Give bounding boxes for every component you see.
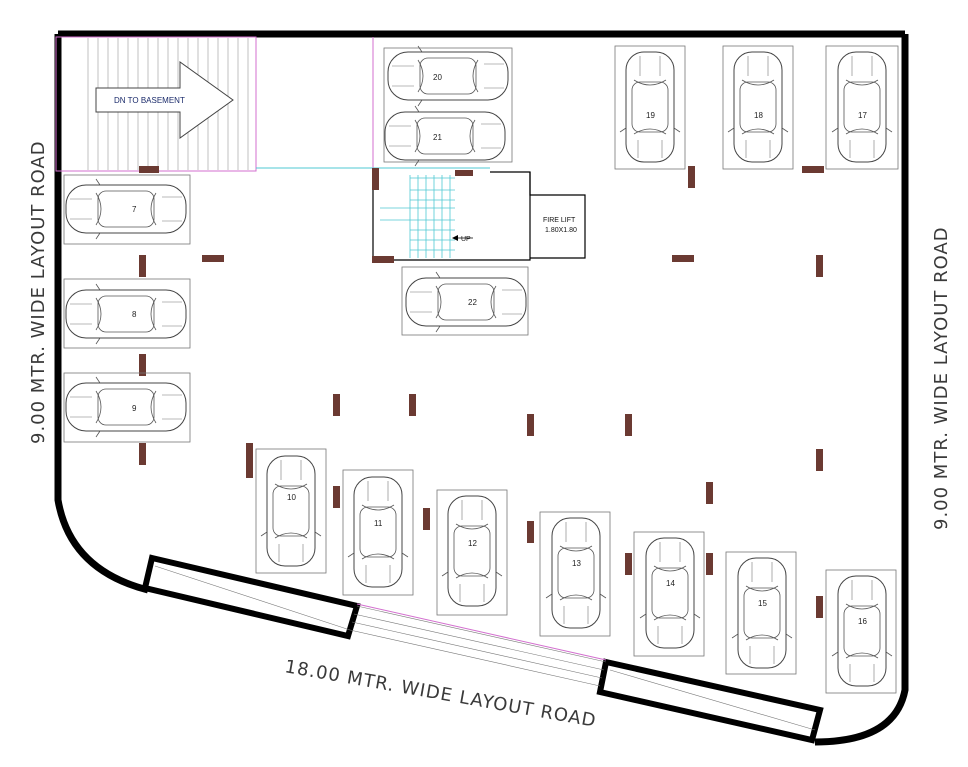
- fire-lift-size: 1.80X1.80: [545, 227, 577, 234]
- svg-text:19: 19: [646, 111, 655, 120]
- svg-text:10: 10: [287, 493, 296, 502]
- svg-text:15: 15: [758, 599, 767, 608]
- parking-slot-22: 22: [401, 266, 529, 336]
- road-label-right: 9.00 MTR. WIDE LAYOUT ROAD: [931, 226, 952, 530]
- parking-slot-18: 18: [722, 45, 794, 170]
- parking-slot-7: 7: [63, 174, 191, 245]
- parking-slot-17: 17: [825, 45, 899, 170]
- ramp-label: DN TO BASEMENT: [114, 96, 185, 105]
- svg-text:16: 16: [858, 617, 867, 626]
- svg-text:14: 14: [666, 579, 675, 588]
- svg-text:20: 20: [433, 73, 442, 82]
- svg-text:22: 22: [468, 298, 477, 307]
- boundary-wall: [54, 30, 909, 746]
- svg-text:7: 7: [132, 205, 137, 214]
- parking-slot-9: 9: [63, 372, 191, 443]
- road-label-bottom: 18.00 MTR. WIDE LAYOUT ROAD: [283, 656, 598, 732]
- stair-core: UP: [372, 171, 531, 261]
- parking-slot-19: 19: [614, 45, 686, 170]
- svg-text:9: 9: [132, 404, 137, 413]
- fire-lift: FIRE LIFT 1.80X1.80: [529, 172, 586, 259]
- parking-slot-10: 10: [255, 448, 327, 574]
- parking-slot-14: 14: [633, 531, 705, 657]
- ramp-arrow-icon: [95, 61, 234, 139]
- parking-slot-12: 12: [436, 489, 508, 616]
- stair-up-label: UP: [461, 236, 471, 243]
- svg-text:11: 11: [374, 519, 383, 528]
- svg-text:18: 18: [754, 111, 763, 120]
- svg-text:21: 21: [433, 133, 442, 142]
- svg-text:13: 13: [572, 559, 581, 568]
- parking-slot-13: 13: [539, 511, 611, 637]
- fire-lift-label: FIRE LIFT: [543, 217, 576, 224]
- parking-slot-15: 15: [725, 551, 797, 675]
- svg-text:8: 8: [132, 310, 137, 319]
- columns: [139, 166, 824, 618]
- bottom-walls: [141, 554, 824, 744]
- svg-text:12: 12: [468, 539, 477, 548]
- parking-slot-11: 11: [342, 469, 414, 596]
- svg-text:17: 17: [858, 111, 867, 120]
- parking-slot-8: 8: [63, 278, 191, 349]
- parking-slot-16: 16: [825, 569, 897, 694]
- parking-slot-21: 21: [384, 105, 506, 167]
- road-label-left: 9.00 MTR. WIDE LAYOUT ROAD: [28, 140, 49, 444]
- parking-slot-20: 20: [383, 45, 513, 163]
